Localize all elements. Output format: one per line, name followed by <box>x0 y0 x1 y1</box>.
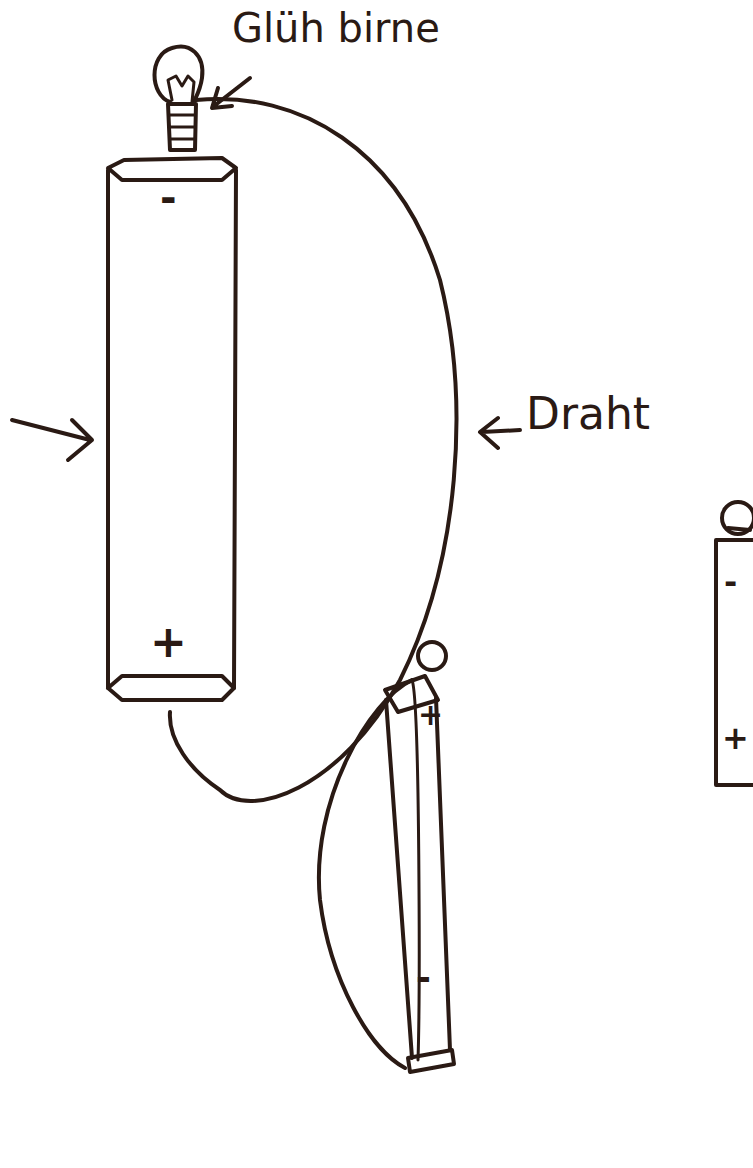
polarity-sign: - <box>416 960 431 996</box>
part-label: Draht <box>526 392 650 436</box>
polarity-sign: + <box>418 700 443 730</box>
polarity-sign: + <box>150 620 187 664</box>
polarity-sign: - <box>724 566 737 598</box>
polarity-sign: + <box>722 722 749 754</box>
polarity-sign: - <box>160 178 177 218</box>
part-label: Glüh birne <box>232 8 440 48</box>
